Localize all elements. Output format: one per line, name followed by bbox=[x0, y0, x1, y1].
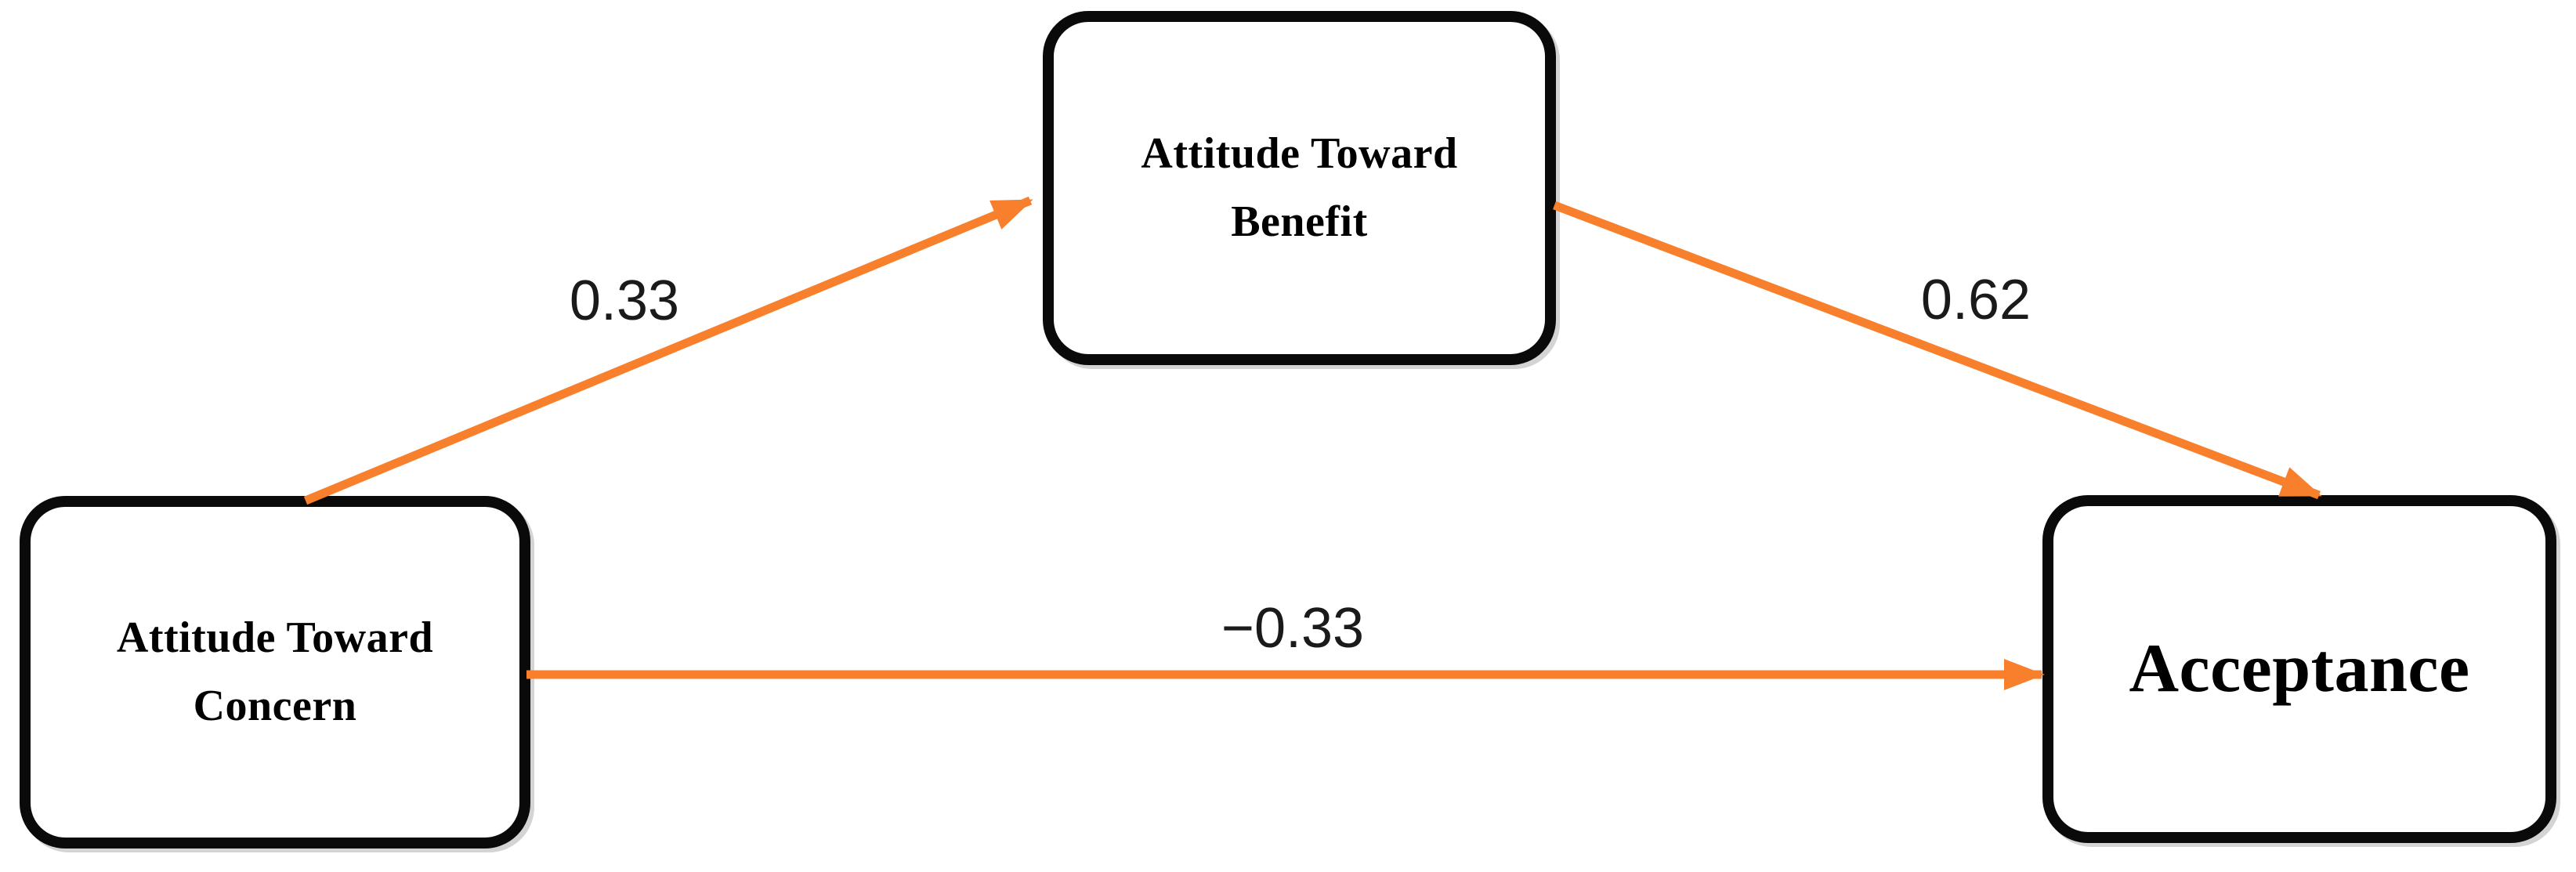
edge-benefit-to-acceptance-line bbox=[1553, 201, 2322, 500]
node-label-benefit: Attitude Toward Benefit bbox=[1141, 129, 1458, 246]
edge-concern-to-benefit-line bbox=[303, 196, 1033, 505]
node-label-acceptance: Acceptance bbox=[2129, 630, 2470, 707]
node-label-concern: Attitude Toward Concern bbox=[116, 613, 434, 730]
node-attitude-toward-benefit: Attitude Toward Benefit bbox=[1043, 11, 1556, 365]
node-acceptance: Acceptance bbox=[2042, 495, 2556, 843]
edge-label-benefit-to-acceptance: 0.62 bbox=[1920, 269, 2031, 331]
edge-label-concern-to-acceptance: −0.33 bbox=[1221, 597, 1365, 660]
node-attitude-toward-concern: Attitude Toward Concern bbox=[20, 496, 530, 848]
edge-label-concern-to-benefit: 0.33 bbox=[569, 270, 680, 332]
